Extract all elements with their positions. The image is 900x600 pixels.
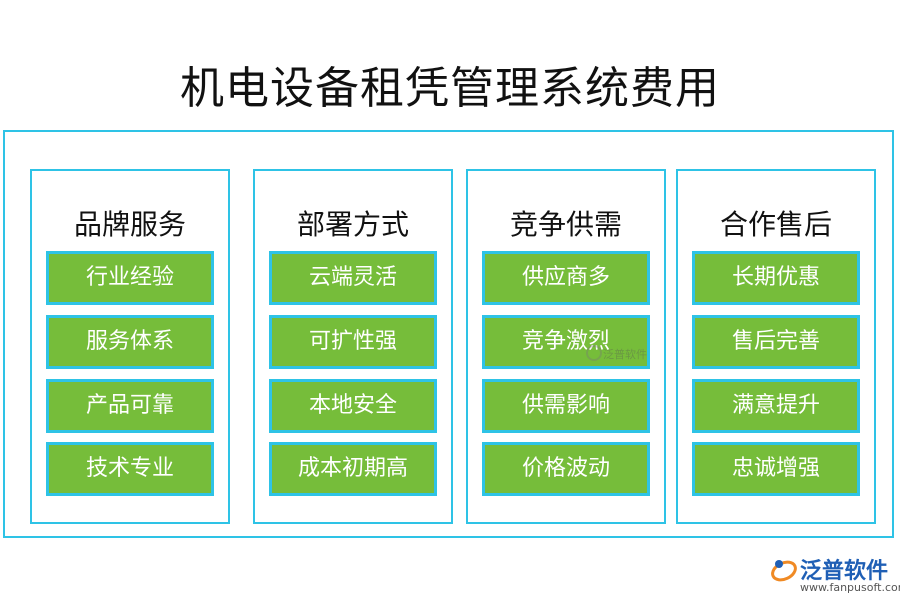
brand-logo-icon	[771, 560, 797, 582]
brand-logo: 泛普软件 www.fanpusoft.com	[770, 551, 900, 596]
item-box: 本地安全	[269, 379, 437, 433]
brand-url: www.fanpusoft.com	[800, 581, 900, 594]
diagram-title: 机电设备租凭管理系统费用	[180, 63, 720, 114]
column-title: 部署方式	[296, 208, 409, 241]
item-box: 云端灵活	[269, 251, 437, 305]
column-title: 竞争供需	[509, 208, 622, 241]
item-box: 服务体系	[46, 315, 214, 369]
item-box: 竞争激烈	[482, 315, 650, 369]
item-box: 长期优惠	[692, 251, 860, 305]
column-competition: 竞争供需 供应商多 竞争激烈 供需影响 价格波动	[466, 169, 666, 524]
item-box: 可扩性强	[269, 315, 437, 369]
item-box: 技术专业	[46, 442, 214, 496]
item-box: 行业经验	[46, 251, 214, 305]
item-box: 忠诚增强	[692, 442, 860, 496]
watermark: 泛普软件	[583, 342, 653, 372]
item-box: 售后完善	[692, 315, 860, 369]
item-box: 满意提升	[692, 379, 860, 433]
item-box: 成本初期高	[269, 442, 437, 496]
item-box: 供需影响	[482, 379, 650, 433]
brand-name: 泛普软件	[800, 559, 889, 584]
column-title: 品牌服务	[73, 208, 186, 241]
column-brand-service: 品牌服务 行业经验 服务体系 产品可靠 技术专业	[30, 169, 230, 524]
column-deployment: 部署方式 云端灵活 可扩性强 本地安全 成本初期高	[253, 169, 453, 524]
column-title: 合作售后	[719, 208, 832, 241]
item-box: 供应商多	[482, 251, 650, 305]
item-box: 价格波动	[482, 442, 650, 496]
item-box: 产品可靠	[46, 379, 214, 433]
outer-frame	[3, 130, 894, 538]
watermark-text: 泛普软件	[603, 348, 647, 361]
column-after-sales: 合作售后 长期优惠 售后完善 满意提升 忠诚增强	[676, 169, 876, 524]
watermark-logo-icon	[586, 345, 602, 361]
